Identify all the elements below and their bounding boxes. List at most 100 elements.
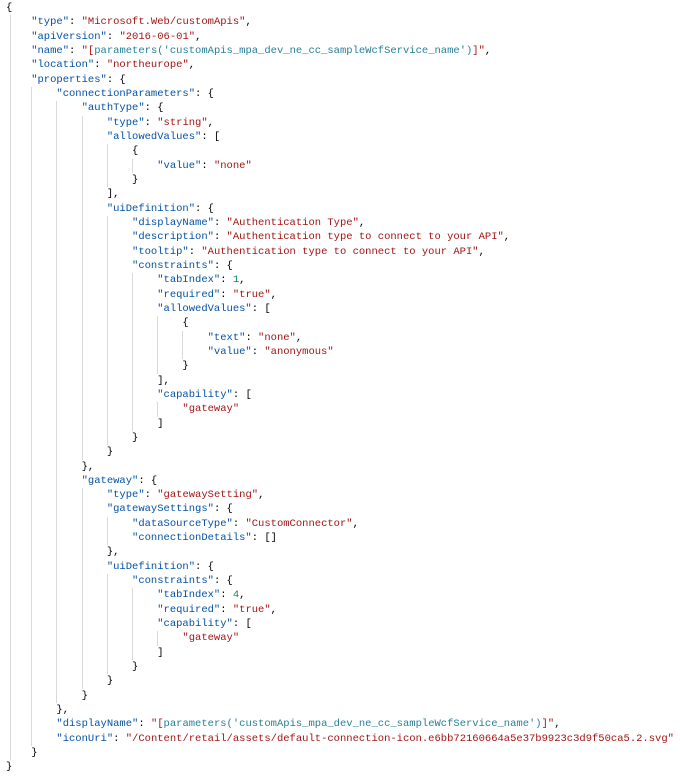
json-punctuation: }	[106, 446, 114, 459]
code-line: }	[0, 172, 680, 188]
json-punctuation: {	[132, 145, 139, 158]
indent-guide	[10, 287, 31, 302]
indent-guide	[31, 187, 56, 202]
json-punctuation: : [	[232, 388, 252, 401]
indent-guide	[31, 230, 56, 245]
indent-guide	[81, 244, 107, 259]
indent-guide	[132, 158, 157, 173]
indent-guide	[56, 258, 81, 274]
code-line: "type": "string",	[0, 115, 680, 130]
json-key: "value"	[207, 345, 252, 358]
json-punctuation: ,	[352, 517, 359, 530]
indent-guide	[31, 287, 56, 302]
indent-guide	[56, 516, 81, 532]
indent-guide	[56, 187, 81, 202]
code-line: "location": "northeurope",	[0, 58, 680, 73]
code-line: "allowedValues": [	[0, 301, 680, 317]
json-key: "allowedValues"	[106, 130, 202, 143]
indent-guide	[132, 631, 157, 646]
indent-guide	[132, 602, 157, 618]
json-key: "capability"	[157, 388, 233, 401]
indent-guide	[56, 617, 81, 632]
indent-guide	[81, 416, 107, 431]
indent-guide	[56, 502, 81, 517]
json-key: "displayName"	[56, 718, 139, 731]
indent-guide	[10, 316, 31, 331]
indent-guide	[56, 387, 81, 403]
indent-guide	[182, 344, 207, 360]
json-string: "/Content/retail/assets/default-connecti…	[125, 732, 674, 745]
indent-guide	[157, 359, 182, 374]
json-string: "true"	[232, 603, 271, 616]
json-punctuation: }	[6, 761, 13, 774]
json-string: "[	[81, 44, 95, 57]
indent-guide	[10, 344, 31, 360]
indent-guide	[56, 330, 81, 345]
code-line: "gateway": {	[0, 473, 680, 489]
indent-guide	[31, 631, 56, 646]
indent-guide	[10, 617, 31, 632]
json-string: "gateway"	[182, 403, 240, 416]
indent-guide	[31, 301, 56, 317]
json-key: "constraints"	[132, 575, 214, 588]
json-string: "gateway"	[182, 632, 240, 645]
json-punctuation: :	[138, 718, 151, 731]
indent-guide	[10, 330, 31, 345]
indent-guide	[132, 416, 157, 431]
json-punctuation: :	[220, 603, 233, 616]
indent-guide	[31, 258, 56, 274]
json-punctuation: : [	[232, 618, 252, 631]
indent-guide	[106, 330, 132, 345]
indent-guide	[31, 172, 56, 188]
code-line: "tabIndex": 4,	[0, 588, 680, 603]
indent-guide	[132, 402, 157, 417]
indent-guide	[106, 301, 132, 317]
code-line: "connectionDetails": []	[0, 531, 680, 546]
indent-guide	[31, 531, 56, 546]
indent-guide	[56, 129, 81, 145]
indent-guide	[31, 201, 56, 216]
code-line: "capability": [	[0, 617, 680, 632]
code-line: }	[0, 359, 680, 374]
code-line: "displayName": "[parameters('customApis_…	[0, 717, 680, 732]
code-line: "uiDefinition": {	[0, 559, 680, 575]
indent-guide	[31, 574, 56, 589]
json-punctuation: ],	[157, 374, 170, 387]
json-punctuation: ,	[295, 331, 303, 344]
json-string: ]"	[541, 718, 555, 731]
indent-guide	[10, 230, 31, 245]
json-key: "tabIndex"	[157, 589, 221, 602]
indent-guide	[10, 72, 31, 87]
indent-guide	[10, 215, 31, 231]
json-punctuation: :	[220, 288, 233, 301]
indent-guide	[81, 488, 107, 503]
code-line: "apiVersion": "2016-06-01",	[0, 29, 680, 44]
indent-guide	[157, 344, 182, 360]
indent-guide	[81, 330, 107, 345]
json-punctuation: {	[182, 317, 189, 330]
json-key: "iconUri"	[56, 732, 114, 745]
indent-guide	[81, 531, 107, 546]
indent-guide	[31, 115, 56, 130]
indent-guide	[31, 344, 56, 360]
json-punctuation: : {	[138, 474, 158, 487]
indent-guide	[132, 645, 157, 661]
indent-guide	[81, 559, 107, 575]
json-string: "Authentication type to connect to your …	[201, 245, 479, 258]
indent-guide	[56, 688, 81, 704]
json-punctuation: ]	[157, 646, 164, 659]
indent-guide	[31, 445, 56, 460]
indent-guide	[106, 430, 132, 446]
json-punctuation: : {	[144, 102, 164, 115]
code-line: "constraints": {	[0, 574, 680, 589]
json-key: "required"	[157, 603, 221, 616]
json-punctuation: :	[106, 30, 120, 43]
indent-guide	[132, 373, 157, 388]
indent-guide	[56, 201, 81, 216]
indent-guide	[56, 115, 81, 130]
json-key: "properties"	[31, 73, 107, 86]
indent-guide	[56, 101, 81, 116]
indent-guide	[81, 387, 107, 403]
indent-guide	[106, 588, 132, 603]
